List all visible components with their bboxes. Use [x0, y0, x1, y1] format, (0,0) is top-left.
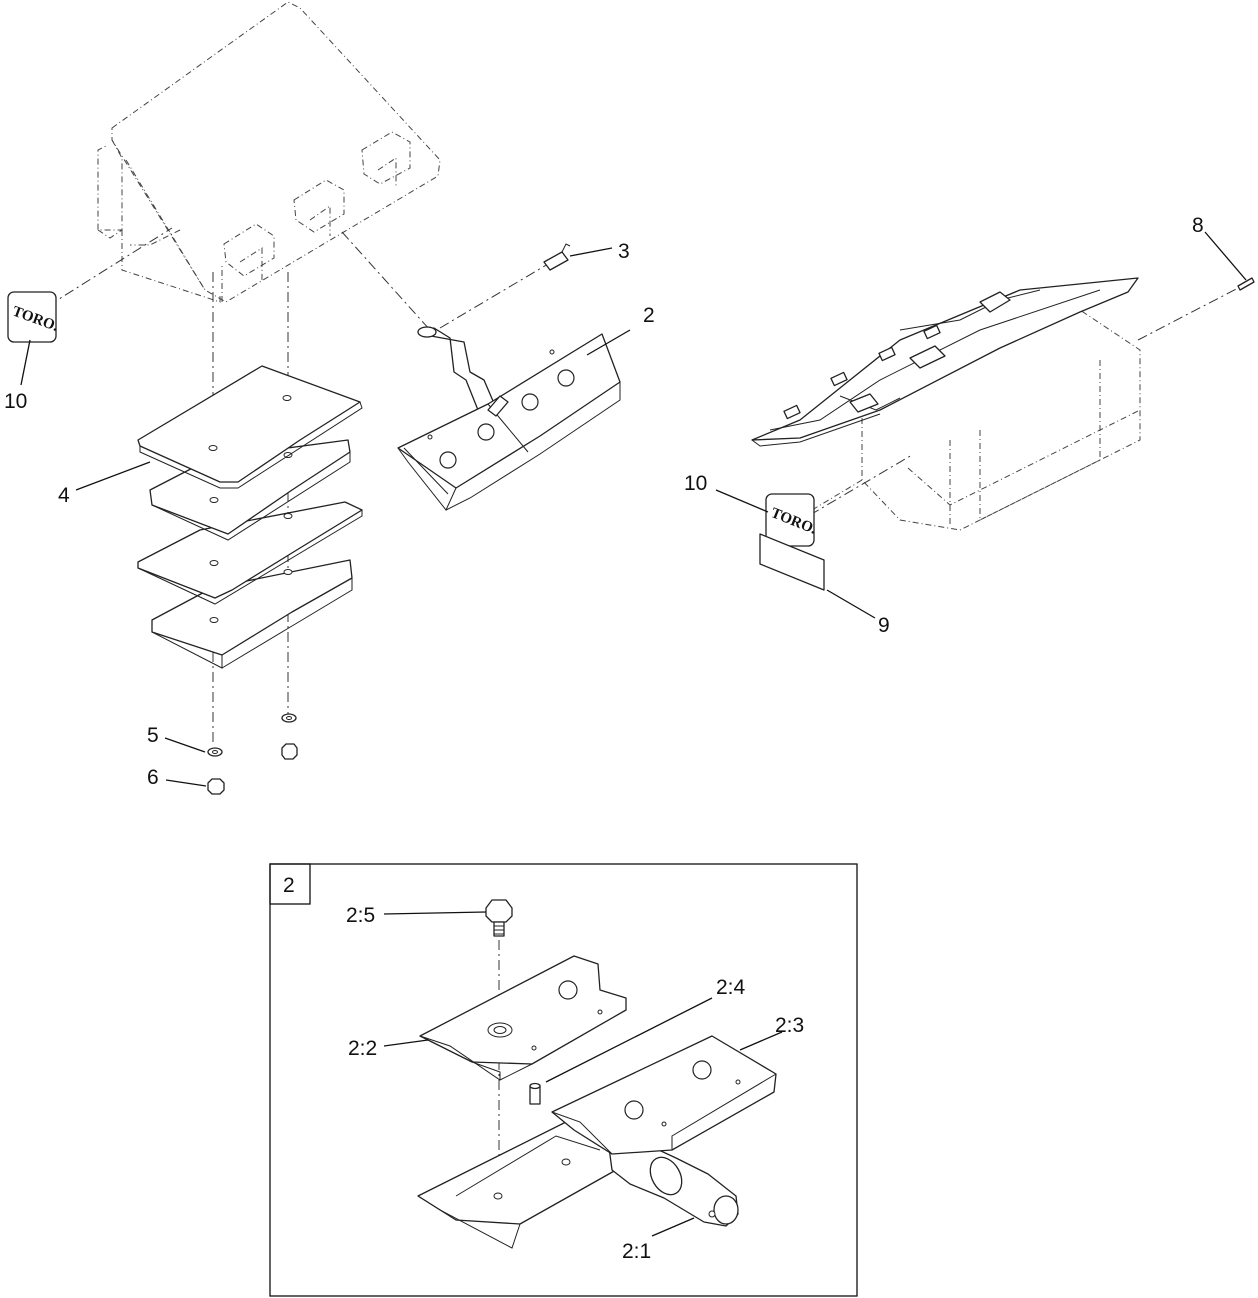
callout-4: 4 — [58, 484, 70, 507]
dowel-pin — [529, 1082, 541, 1105]
callout-9: 9 — [878, 614, 890, 637]
callout-2-5: 2:5 — [346, 904, 375, 927]
callout-5: 5 — [147, 724, 159, 747]
spacer-plates — [137, 365, 363, 669]
decal-item-9 — [759, 533, 825, 591]
detail-box-item-2: 2 — [269, 863, 858, 1297]
front-roller-assembly — [397, 326, 621, 511]
callout-2-1: 2:1 — [622, 1240, 651, 1263]
cap-screw — [485, 899, 513, 937]
spacer-plate — [137, 365, 363, 489]
callout-10-left: 10 — [4, 390, 27, 413]
roller-bracket — [551, 1035, 777, 1155]
callout-6: 6 — [147, 766, 159, 789]
washers-and-nuts — [207, 713, 298, 795]
callout-2-2: 2:2 — [348, 1037, 377, 1060]
phantom-deck-housing — [97, 1, 441, 303]
deck-assembly-right — [751, 277, 1141, 531]
hairpin-clip — [543, 243, 571, 271]
leader-lines — [20, 231, 1247, 787]
toro-decal-right: TORO. — [765, 493, 819, 547]
callout-10-right: 10 — [684, 472, 707, 495]
detail-box-label: 2 — [283, 874, 295, 897]
nut — [281, 743, 298, 760]
axle-shaft — [607, 1131, 739, 1227]
upper-plate — [419, 955, 627, 1081]
callout-2: 2 — [643, 304, 655, 327]
toro-decal-left: TORO. — [7, 291, 61, 343]
callout-2-3: 2:3 — [775, 1014, 804, 1037]
callout-2-4: 2:4 — [716, 976, 746, 999]
callout-3: 3 — [618, 240, 630, 263]
callout-8: 8 — [1192, 214, 1204, 237]
roll-pin — [1237, 277, 1255, 291]
nut — [207, 778, 225, 795]
